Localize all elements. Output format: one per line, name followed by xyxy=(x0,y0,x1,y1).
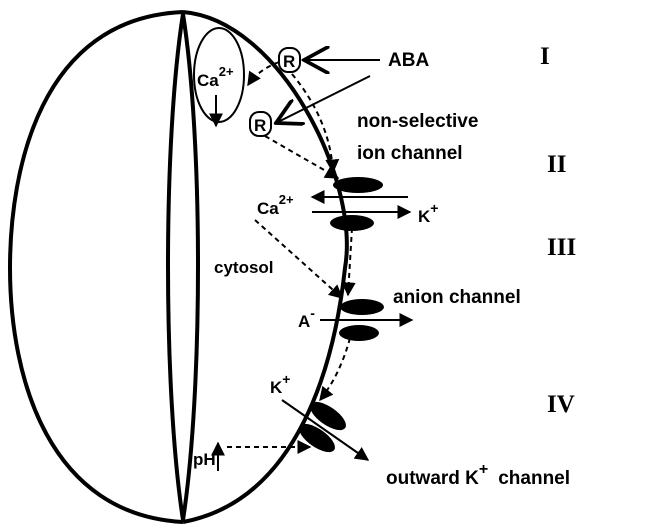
nonselective-channel-upper xyxy=(333,177,383,193)
cytosol-label: cytosol xyxy=(214,258,274,277)
outward-k-channel-upper xyxy=(310,401,346,431)
outward-k-channel-label: outward K+channel xyxy=(386,461,570,489)
anion-channel-label: anion channel xyxy=(393,287,521,308)
right-guard-cell xyxy=(182,10,349,524)
step-4-label: IV xyxy=(547,391,575,418)
vacuole-ca-label: Ca2+ xyxy=(197,64,234,90)
channel-k-label: K+ xyxy=(418,200,438,226)
channel-to-anion-channel-arrow xyxy=(341,227,356,297)
receptor1-to-channel-arrow xyxy=(291,73,340,174)
step-2-label: II xyxy=(547,151,566,178)
stomatal-pore xyxy=(166,13,200,521)
receptor-1-label: R xyxy=(283,52,295,71)
receptor-2 xyxy=(249,111,272,137)
k-efflux-arrow xyxy=(281,399,370,461)
ca-to-anion-channel-arrow xyxy=(254,219,344,299)
step-3-label: III xyxy=(547,234,576,261)
receptor-1 xyxy=(278,47,301,73)
k-efflux-label: K+ xyxy=(270,371,290,397)
channel-ca-label: Ca2+ xyxy=(257,192,294,218)
anion-to-k-channel-arrow xyxy=(319,337,351,402)
nonselective-channel-lower xyxy=(330,215,374,231)
ph-label: pH xyxy=(193,450,216,469)
outward-k-channel-lower xyxy=(299,423,335,453)
left-guard-cell xyxy=(7,10,184,524)
anion-channel-upper xyxy=(340,299,384,315)
anion-label: A- xyxy=(298,305,315,331)
anion-channel-lower xyxy=(339,325,379,341)
receptor-2-label: R xyxy=(254,116,266,135)
aba-label: ABA xyxy=(388,50,429,71)
step-1-label: I xyxy=(540,43,550,70)
nonselective-channel-label-line1: non-selective xyxy=(357,111,478,132)
nonselective-channel-label-line2: ion channel xyxy=(357,143,463,164)
aba-arrow-2 xyxy=(276,75,371,123)
receptor-to-vacuole-arrow xyxy=(247,61,280,87)
